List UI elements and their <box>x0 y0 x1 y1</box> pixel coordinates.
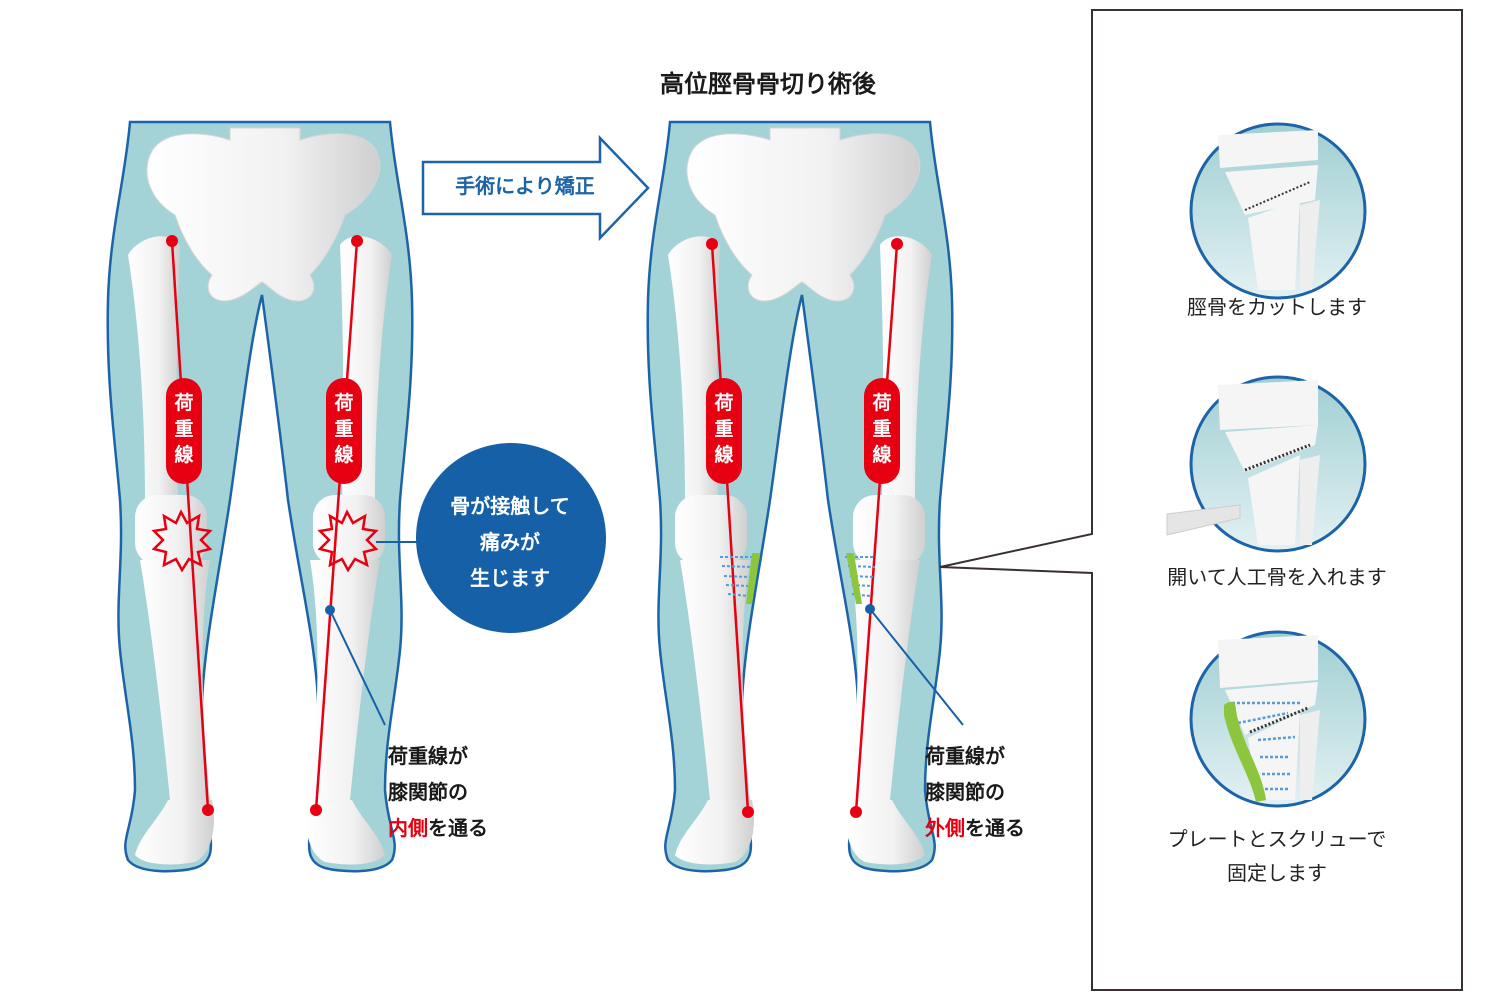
page-title: 高位脛骨骨切り術後 <box>660 70 876 98</box>
pain-line-2: 痛みが <box>480 530 540 554</box>
step-1-illustration <box>1189 122 1367 300</box>
char: 線 <box>334 444 354 466</box>
note-before-line2: 膝関節の <box>388 780 468 804</box>
step-2-caption: 開いて人工骨を入れます <box>1167 565 1387 589</box>
char: 荷 <box>714 392 734 414</box>
load-line-label-1: 荷重線 <box>169 390 199 468</box>
char: 線 <box>872 444 892 466</box>
load-lines-after <box>706 238 903 818</box>
pain-line-1: 骨が接触して <box>450 494 570 518</box>
char: 重 <box>714 418 734 440</box>
pain-bubble-text: 骨が接触して 痛みが 生じます <box>412 488 608 596</box>
char: 線 <box>714 444 734 466</box>
char: 重 <box>334 418 354 440</box>
pointer-after <box>865 604 964 726</box>
load-line-label-4: 荷重線 <box>867 390 897 468</box>
note-after-line1: 荷重線が <box>925 744 1005 768</box>
step-1-caption: 脛骨をカットします <box>1187 295 1367 319</box>
note-before-line1: 荷重線が <box>388 744 468 768</box>
step-3-caption-line2: 固定します <box>1227 861 1327 885</box>
load-lines-before <box>166 235 363 816</box>
pointer-before <box>325 605 386 726</box>
load-line-label-3: 荷重線 <box>709 390 739 468</box>
load-line-label-2: 荷重線 <box>329 390 359 468</box>
note-after-highlight: 外側 <box>925 816 965 840</box>
note-before-highlight: 内側 <box>388 816 428 840</box>
step-3-caption: プレートとスクリューで 固定します <box>1092 822 1462 890</box>
char: 線 <box>174 444 194 466</box>
char: 荷 <box>334 392 354 414</box>
pain-bubble <box>416 443 606 633</box>
note-before: 荷重線が 膝関節の 内側を通る <box>388 738 488 846</box>
plate-screws-after <box>720 553 876 604</box>
char: 重 <box>872 418 892 440</box>
note-after-line2: 膝関節の <box>925 780 1005 804</box>
step-3-caption-line1: プレートとスクリューで <box>1167 827 1387 851</box>
pain-burst-icons <box>151 509 379 573</box>
note-after: 荷重線が 膝関節の 外側を通る <box>925 738 1025 846</box>
note-after-rest: を通る <box>965 816 1025 840</box>
note-before-rest: を通る <box>428 816 488 840</box>
correction-arrow <box>421 134 650 242</box>
step-2-illustration <box>1166 375 1367 553</box>
pain-line-3: 生じます <box>470 566 550 590</box>
char: 荷 <box>174 392 194 414</box>
arrow-label: 手術により矯正 <box>455 174 595 198</box>
legs-after-illustration <box>646 120 954 873</box>
char: 荷 <box>872 392 892 414</box>
char: 重 <box>174 418 194 440</box>
step-3-illustration <box>1189 630 1367 808</box>
legs-before-illustration <box>106 120 414 873</box>
